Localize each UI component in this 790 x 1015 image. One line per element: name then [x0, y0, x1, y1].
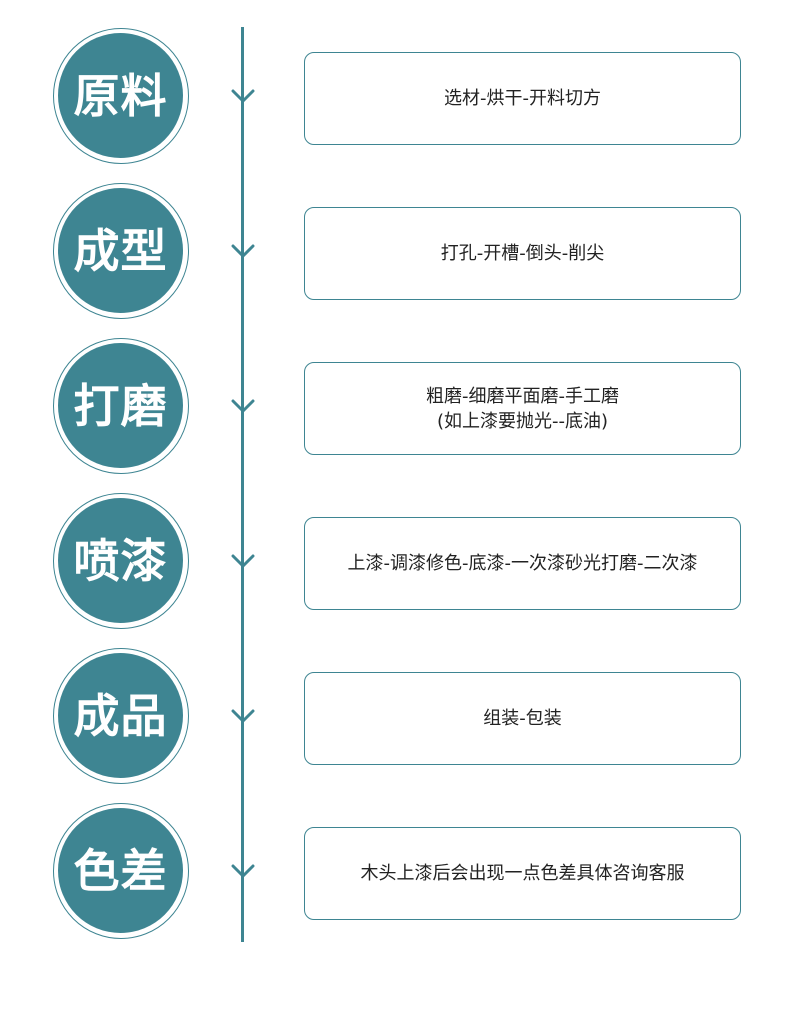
step-title: 成品 — [73, 688, 168, 743]
step-description-box: 组装-包装 — [304, 672, 741, 765]
step-title: 原料 — [73, 68, 168, 123]
step-description-box: 选材-烘干-开料切方 — [304, 52, 741, 145]
chevron-down-icon — [231, 709, 255, 723]
step-circle: 原料 — [53, 28, 189, 164]
step-description: 组装-包装 — [483, 708, 562, 729]
step-title: 打磨 — [73, 378, 168, 433]
step-description-box: 上漆-调漆修色-底漆-一次漆砂光打磨-二次漆 — [304, 517, 741, 610]
step-finished-product: 成品 组装-包装 — [0, 648, 790, 788]
step-title: 成型 — [73, 223, 168, 278]
step-circle: 成品 — [53, 648, 189, 784]
step-description: 木头上漆后会出现一点色差具体咨询客服 — [360, 863, 685, 884]
step-description: 选材-烘干-开料切方 — [444, 88, 601, 109]
step-circle: 色差 — [53, 803, 189, 939]
chevron-down-icon — [231, 864, 255, 878]
step-description-box: 粗磨-细磨平面磨-手工磨 (如上漆要抛光--底油) — [304, 362, 741, 455]
step-raw-material: 原料 选材-烘干-开料切方 — [0, 28, 790, 168]
step-circle: 喷漆 — [53, 493, 189, 629]
step-color-difference: 色差 木头上漆后会出现一点色差具体咨询客服 — [0, 803, 790, 943]
step-description: 上漆-调漆修色-底漆-一次漆砂光打磨-二次漆 — [347, 553, 698, 574]
timeline-line — [241, 27, 244, 942]
step-circle: 打磨 — [53, 338, 189, 474]
step-painting: 喷漆 上漆-调漆修色-底漆-一次漆砂光打磨-二次漆 — [0, 493, 790, 633]
step-description: 粗磨-细磨平面磨-手工磨 (如上漆要抛光--底油) — [426, 385, 619, 432]
step-description-box: 打孔-开槽-倒头-削尖 — [304, 207, 741, 300]
chevron-down-icon — [231, 244, 255, 258]
chevron-down-icon — [231, 89, 255, 103]
step-description-box: 木头上漆后会出现一点色差具体咨询客服 — [304, 827, 741, 920]
chevron-down-icon — [231, 554, 255, 568]
step-title: 色差 — [73, 843, 168, 898]
step-forming: 成型 打孔-开槽-倒头-削尖 — [0, 183, 790, 323]
step-title: 喷漆 — [73, 533, 168, 588]
step-sanding: 打磨 粗磨-细磨平面磨-手工磨 (如上漆要抛光--底油) — [0, 338, 790, 478]
step-description: 打孔-开槽-倒头-削尖 — [440, 243, 605, 264]
step-circle: 成型 — [53, 183, 189, 319]
chevron-down-icon — [231, 399, 255, 413]
